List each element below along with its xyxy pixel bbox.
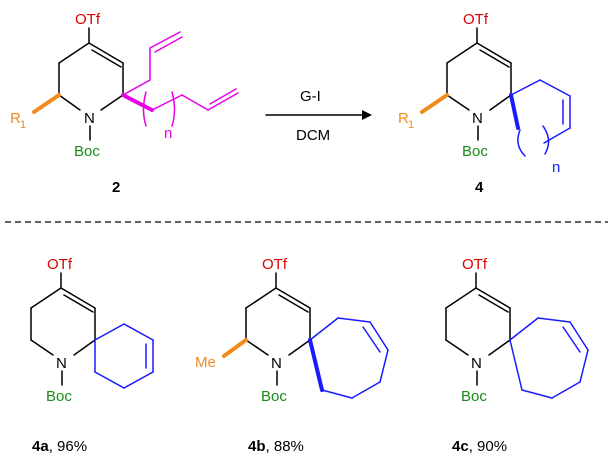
example-4a-id: 4a [32, 438, 49, 455]
example-4a: OTf N Boc 4a, 96% [30, 256, 154, 455]
example-4c-id: 4c [452, 438, 469, 455]
product-4: OTf R 1 N Boc n 4 [398, 11, 571, 196]
product-otf-label: OTf [463, 11, 489, 28]
example-4b-id: 4b [248, 438, 266, 455]
boc-label: Boc [74, 143, 100, 160]
example-4b-otf: OTf [262, 256, 288, 273]
nitrogen-label: N [84, 110, 95, 127]
otf-label: OTf [75, 11, 101, 28]
example-4c-boc: Boc [461, 388, 487, 405]
example-4b-boc: Boc [261, 388, 287, 405]
n-label: n [164, 125, 172, 142]
solvent-label: DCM [296, 127, 330, 144]
example-4a-nitrogen: N [56, 355, 67, 372]
example-4b-caption: 4b, 88% [248, 438, 304, 455]
product-n-label: n [552, 159, 560, 176]
example-4a-boc: Boc [46, 388, 72, 405]
example-4b: OTf Me N Boc 4b, 88% [195, 256, 389, 455]
example-4b-yield: , 88% [266, 438, 304, 455]
example-4a-caption: 4a, 96% [32, 438, 87, 455]
example-4c-nitrogen: N [471, 355, 482, 372]
example-4a-otf: OTf [47, 256, 73, 273]
product-r-group-label: R [398, 110, 409, 127]
reactant-2: OTf R 1 N Boc n 2 [10, 11, 239, 196]
r-subscript: 1 [20, 119, 26, 131]
example-4b-methyl: Me [195, 354, 216, 371]
product-boc-label: Boc [462, 143, 488, 160]
product-nitrogen-label: N [472, 110, 483, 127]
example-4c-caption: 4c, 90% [452, 438, 507, 455]
product-r-subscript: 1 [408, 119, 414, 131]
reagent-label: G-I [300, 88, 321, 105]
compound-id-4: 4 [475, 179, 484, 196]
compound-id-2: 2 [112, 179, 120, 196]
r-group-label: R [10, 110, 21, 127]
reaction-arrow: G-I DCM [265, 88, 372, 144]
example-4c: OTf N Boc 4c, 90% [445, 256, 589, 455]
example-4c-otf: OTf [462, 256, 488, 273]
example-4b-nitrogen: N [271, 355, 282, 372]
example-4c-yield: , 90% [469, 438, 507, 455]
example-4a-yield: , 96% [49, 438, 87, 455]
